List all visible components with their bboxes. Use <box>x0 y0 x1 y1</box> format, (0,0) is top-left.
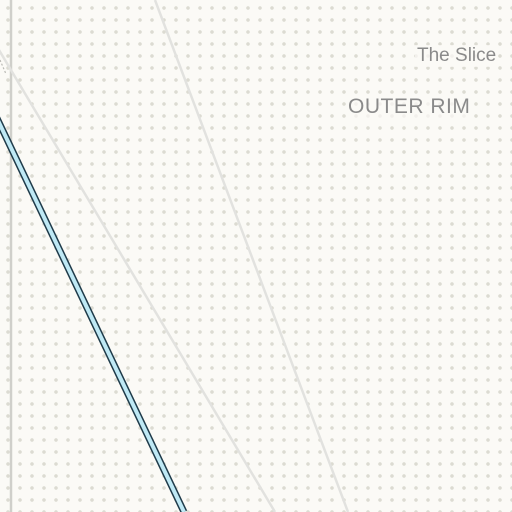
district-label: OUTER RIM <box>346 95 473 119</box>
transit-line[interactable] <box>0 112 186 512</box>
minor-road[interactable] <box>0 35 277 512</box>
minor-road[interactable] <box>153 0 350 512</box>
place-label[interactable]: The Slice <box>415 45 499 67</box>
boundary-dash-mark <box>0 59 7 75</box>
